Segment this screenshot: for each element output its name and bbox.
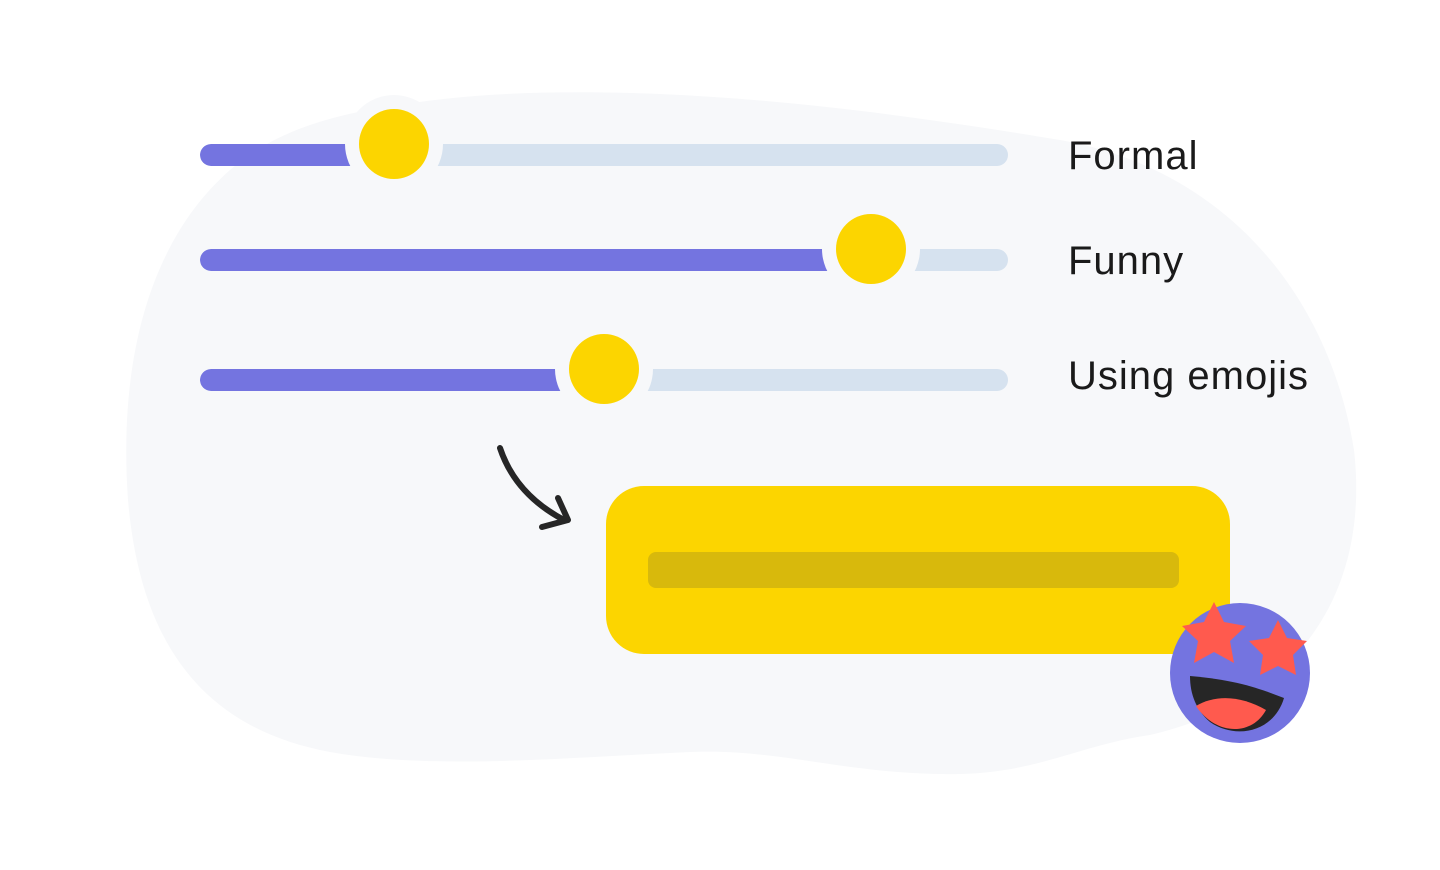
slider-funny[interactable]	[200, 214, 1008, 284]
star-struck-emoji-icon	[1170, 602, 1310, 743]
message-preview-card	[606, 486, 1230, 654]
slider-track[interactable]	[200, 144, 1008, 166]
slider-formal[interactable]	[200, 109, 1008, 179]
message-text-placeholder	[648, 552, 1179, 588]
slider-thumb[interactable]	[358, 109, 429, 179]
slider-thumb[interactable]	[569, 334, 639, 404]
slider-label-formal: Formal	[1068, 134, 1199, 178]
slider-fill	[200, 144, 394, 166]
slider-fill	[200, 369, 604, 391]
slider-fill	[200, 249, 871, 271]
slider-using-emojis[interactable]	[200, 334, 1008, 404]
slider-track[interactable]	[200, 249, 1008, 271]
slider-label-using-emojis: Using emojis	[1068, 354, 1309, 398]
slider-thumb[interactable]	[835, 214, 906, 284]
curved-arrow-icon	[497, 445, 571, 530]
slider-label-funny: Funny	[1068, 239, 1185, 283]
